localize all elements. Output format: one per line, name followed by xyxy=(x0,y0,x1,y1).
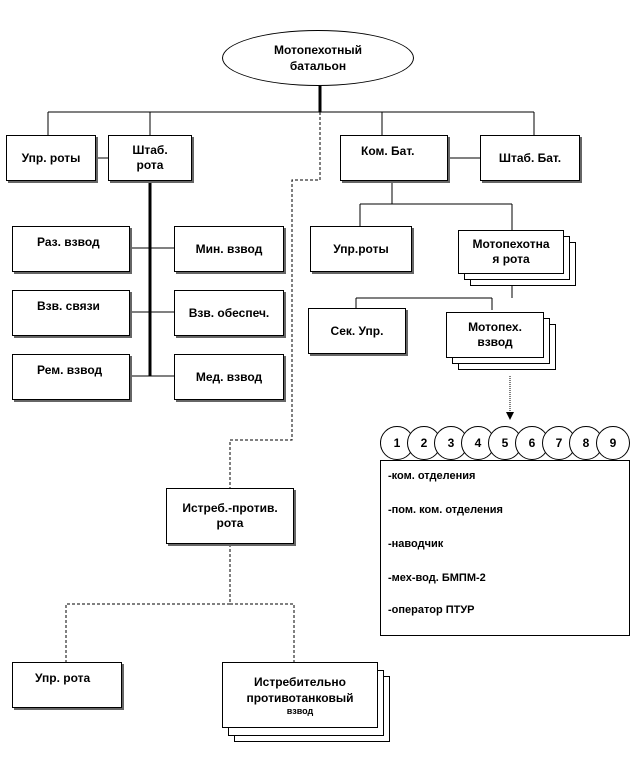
med-vzvod-label: Мед. взвод xyxy=(195,369,263,384)
raz-vzvod: Раз. взвод xyxy=(12,226,130,272)
upr-roty-left-label: Упр. роты xyxy=(21,150,81,165)
duty-4: -мех-вод. БМПМ-2 xyxy=(388,572,486,584)
shtab-bat: Штаб. Бат. xyxy=(480,135,580,181)
squad-member-9: 9 xyxy=(596,426,630,460)
sek-upr: Сек. Упр. xyxy=(308,308,406,354)
rem-vzvod: Рем. взвод xyxy=(12,354,130,400)
antitank-vzvod: Истребительно противотанковый взвод xyxy=(222,662,378,728)
raz-vzvod-label: Раз. взвод xyxy=(37,235,100,249)
moto-rota-line1: Мотопехотна xyxy=(472,237,550,251)
moto-vzvod-line2: взвод xyxy=(477,335,513,349)
duty-5: -оператор ПТУР xyxy=(388,604,475,616)
antitank-vzvod-line3: взвод xyxy=(286,706,314,716)
shtab-bat-label: Штаб. Бат. xyxy=(498,150,562,165)
shtab-rota-line2: рота xyxy=(136,158,164,172)
upr-roty-right: Упр.роты xyxy=(310,226,412,272)
kom-bat: Ком. Бат. xyxy=(340,135,448,181)
rem-vzvod-label: Рем. взвод xyxy=(37,363,103,377)
vzv-svyazi-label: Взв. связи xyxy=(37,299,100,313)
vzv-obespech-label: Взв. обеспеч. xyxy=(188,305,270,320)
squad-member-6: 6 xyxy=(515,426,549,460)
antitank-upr-rota: Упр. рота xyxy=(12,662,122,708)
kom-bat-label: Ком. Бат. xyxy=(361,144,415,158)
antitank-vzvod-line2: противотанковый xyxy=(246,691,354,705)
duty-2: -пом. ком. отделения xyxy=(388,504,503,516)
upr-roty-left: Упр. роты xyxy=(6,135,96,181)
min-vzvod: Мин. взвод xyxy=(174,226,284,272)
antitank-rota-line2: рота xyxy=(216,516,244,530)
antitank-rota-line1: Истреб.-против. xyxy=(182,501,278,515)
squad-duties-box xyxy=(380,460,630,636)
vzv-obespech: Взв. обеспеч. xyxy=(174,290,284,336)
moto-vzvod: Мотопех. взвод xyxy=(446,312,544,358)
sek-upr-label: Сек. Упр. xyxy=(330,323,384,338)
vzv-svyazi: Взв. связи xyxy=(12,290,130,336)
squad-member-2: 2 xyxy=(407,426,441,460)
root-label: Мотопехотный батальон xyxy=(274,43,362,73)
upr-roty-right-label: Упр.роты xyxy=(333,241,389,256)
root-node: Мотопехотный батальон xyxy=(222,30,414,86)
antitank-rota: Истреб.-против. рота xyxy=(166,488,294,544)
min-vzvod-label: Мин. взвод xyxy=(195,241,263,256)
antitank-vzvod-line1: Истребительно xyxy=(254,675,346,689)
moto-vzvod-line1: Мотопех. xyxy=(468,320,522,334)
moto-rota: Мотопехотна я рота xyxy=(458,230,564,274)
shtab-rota: Штаб. рота xyxy=(108,135,192,181)
antitank-upr-rota-label: Упр. рота xyxy=(35,671,91,685)
med-vzvod: Мед. взвод xyxy=(174,354,284,400)
duty-3: -наводчик xyxy=(388,538,444,550)
duty-1: -ком. отделения xyxy=(388,470,476,482)
moto-rota-line2: я рота xyxy=(492,252,530,266)
shtab-rota-line1: Штаб. xyxy=(132,143,168,157)
